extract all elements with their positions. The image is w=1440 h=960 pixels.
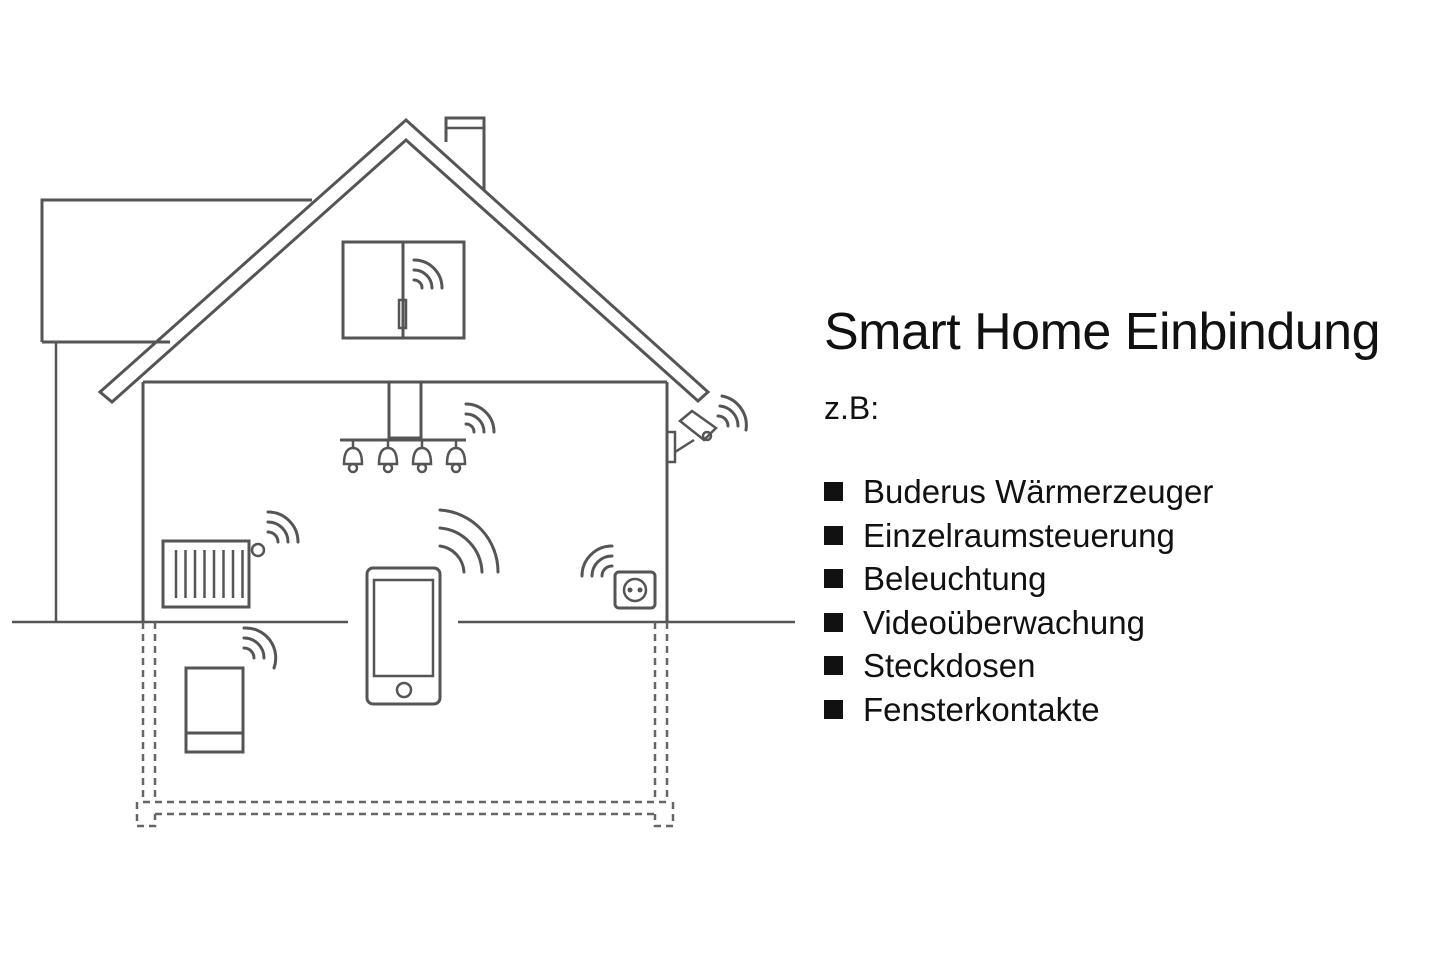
square-bullet-icon [824,569,843,589]
feature-label: Fensterkontakte [863,690,1100,728]
smartphone-icon [365,508,500,706]
list-item: Einzelraumsteuerung [824,514,1424,558]
list-item: Beleuchtung [824,557,1424,601]
page-title: Smart Home Einbindung [824,303,1381,361]
wireless-signal-icon [464,402,496,434]
main-walls [141,380,669,622]
list-item: Videoüberwachung [824,601,1424,645]
lamp-bulb [411,440,433,474]
heat-generator-icon [184,626,278,754]
example-label: z.B: [824,390,880,426]
square-bullet-icon [824,525,843,545]
feature-label: Beleuchtung [863,560,1047,597]
wireless-signal-icon [438,508,500,574]
radiator-thermostat-icon [161,510,300,609]
feature-list: Buderus Wärmerzeuger Einzelraumsteuerung… [824,470,1424,731]
feature-label: Einzelraumsteuerung [863,516,1175,554]
feature-label: Buderus Wärmerzeuger [863,473,1214,510]
lamp-bulb [377,440,399,474]
list-item: Steckdosen [824,644,1424,688]
ceiling-lamp-icon [340,380,496,474]
lamp-bulb [342,440,364,474]
list-item: Buderus Wärmerzeuger [824,470,1424,514]
lamp-bulb [445,440,467,474]
list-item: Fensterkontakte [824,688,1424,732]
square-bullet-icon [824,482,843,502]
square-bullet-icon [824,656,843,676]
chimney [444,116,486,190]
feature-label: Steckdosen [863,647,1036,684]
back-building [40,198,312,622]
square-bullet-icon [824,699,843,719]
feature-panel: Smart Home Einbindung z.B: Buderus Wärme… [824,300,1424,731]
basement-outline [135,622,675,828]
window-contact-icon [341,240,466,340]
square-bullet-icon [824,612,843,632]
security-camera-icon [665,394,748,464]
smart-plug-icon [580,544,657,610]
smart-home-house-illustration [12,116,795,828]
wireless-signal-icon [242,626,278,670]
wireless-signal-icon [580,544,614,578]
wireless-signal-icon [412,258,444,290]
roof [97,117,711,404]
wireless-signal-icon [266,510,300,544]
feature-label: Videoüberwachung [863,603,1145,641]
wireless-signal-icon [716,394,748,432]
